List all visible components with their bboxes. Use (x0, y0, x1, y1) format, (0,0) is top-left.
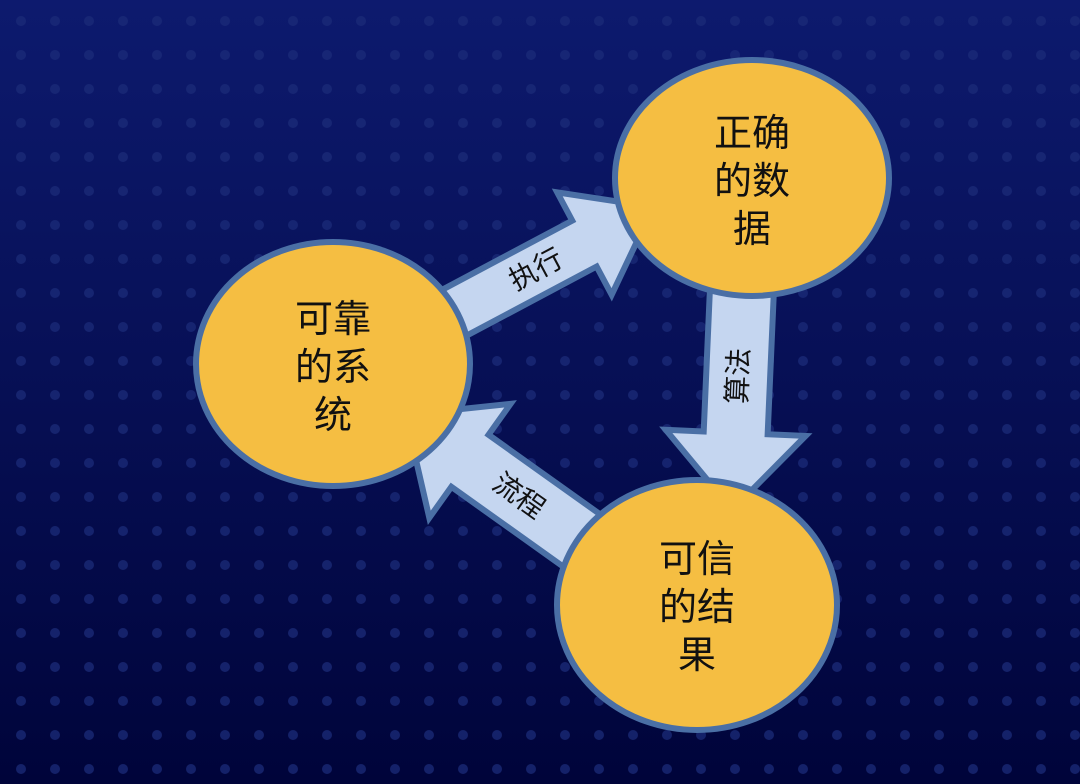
node-text-line: 的数 (714, 159, 790, 203)
arrow-execute: 执行 (435, 188, 658, 342)
node-text-line: 的系 (295, 345, 371, 389)
node-reliable-system: 可靠 的系 统 (193, 239, 473, 489)
node-text-line: 可靠 (295, 297, 371, 341)
node-text-line: 正确 (714, 111, 790, 155)
node-correct-data: 正确 的数 据 (612, 57, 892, 299)
node-text-line: 可信 (659, 537, 735, 581)
node-text-line: 据 (733, 207, 771, 251)
node-text-line: 统 (314, 393, 352, 437)
arrow-label-algorithm: 算法 (720, 347, 755, 404)
node-text-line: 果 (678, 633, 716, 677)
arrow-algorithm: 算法 (659, 283, 813, 515)
node-trusted-result: 可信 的结 果 (554, 477, 840, 733)
node-text-line: 的结 (659, 585, 735, 629)
